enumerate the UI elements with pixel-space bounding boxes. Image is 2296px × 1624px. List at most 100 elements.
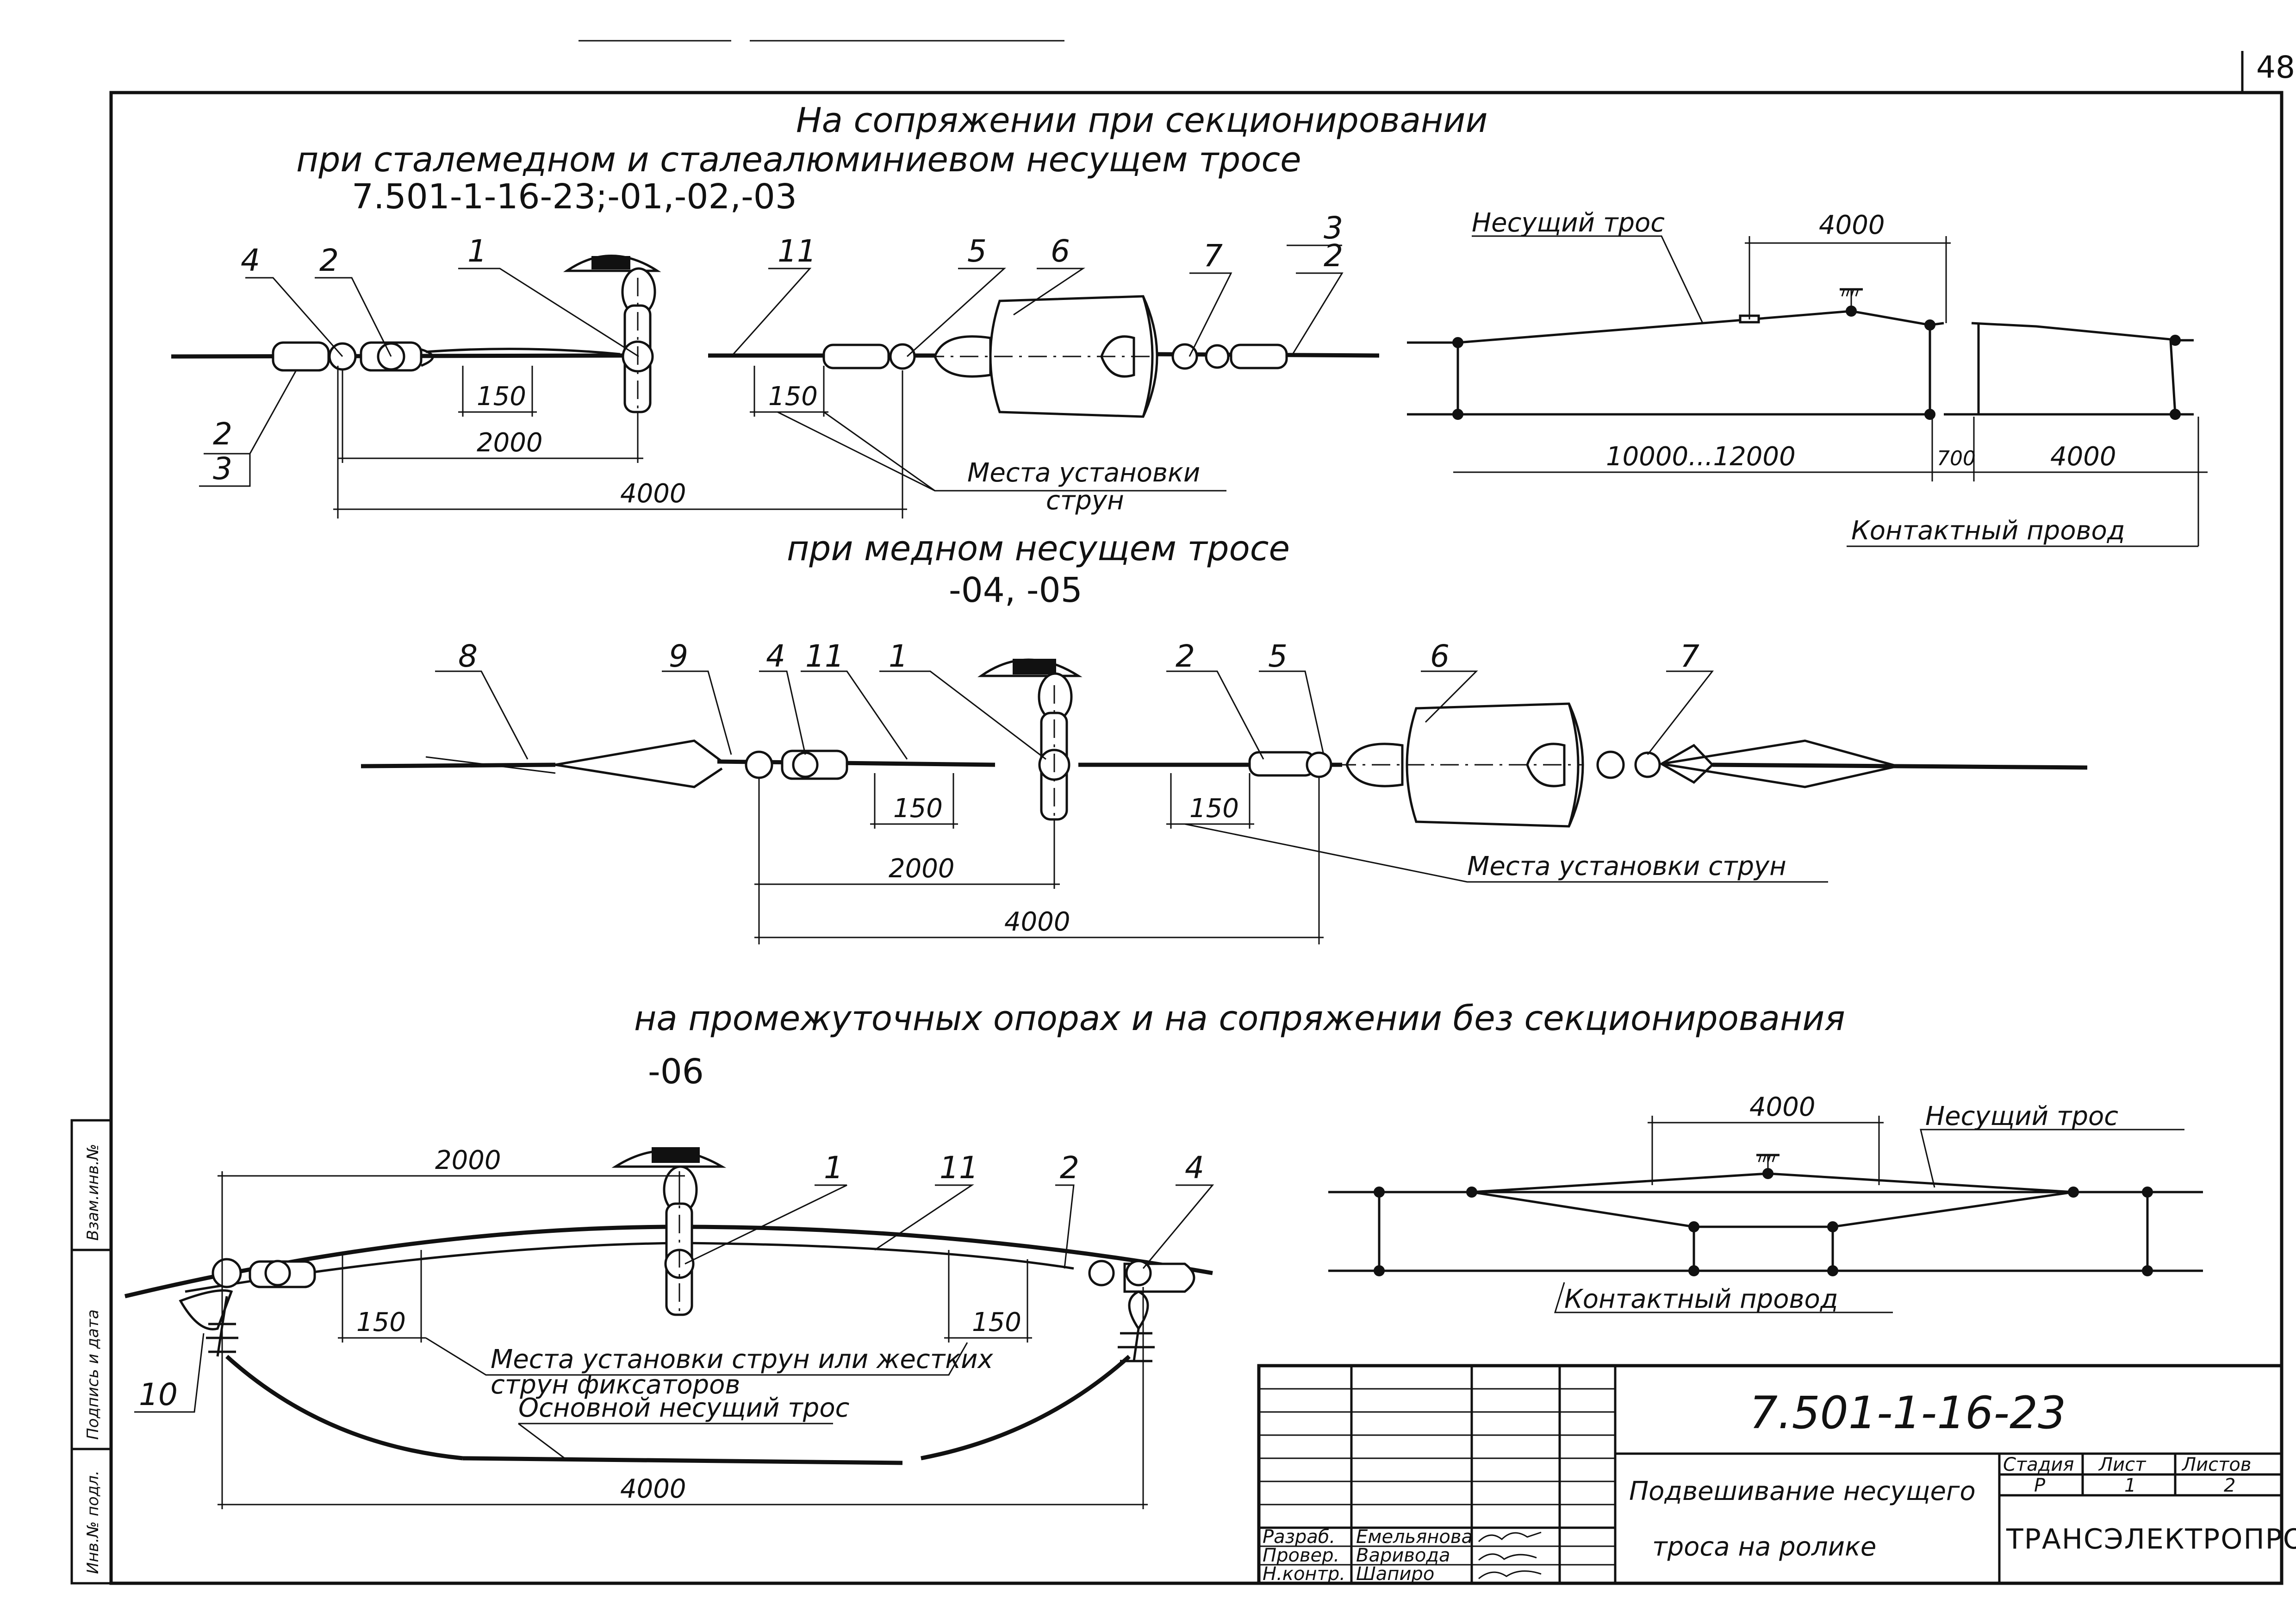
callout-1-s3: 1	[824, 1150, 843, 1186]
callout-4-s3: 4	[1185, 1150, 1204, 1186]
s2-dim-4000: 4000	[1004, 907, 1070, 937]
section-2-title: при медном несущем тросе	[787, 529, 1290, 568]
name-norm-control: Шапиро	[1356, 1563, 1434, 1585]
col-sheet: Лист	[2098, 1454, 2147, 1475]
side-stamp: Взам.инв.№ Подпись и дата Инв.№ подл.	[70, 1119, 112, 1585]
callout-2: 2	[319, 243, 339, 278]
section-3-title: на промежуточных опорах и на сопряжении …	[634, 999, 1845, 1038]
role-developer: Разраб.	[1263, 1526, 1335, 1548]
section-1-note: Места установки	[967, 458, 1200, 488]
doc-title-line2: троса на ролике	[1652, 1532, 1876, 1562]
section-3-note-2: струн фиксаторов	[491, 1370, 740, 1400]
col-stage: Стадия	[2003, 1454, 2074, 1475]
callout-11-s2: 11	[805, 638, 844, 674]
section-3-assembly	[124, 1147, 1213, 1465]
section-2-dimensions: 150 150 2000 4000 Места установки струн	[754, 773, 1828, 944]
name-developer: Емельянова	[1356, 1526, 1473, 1548]
scheme-1-dim-4000-top: 4000	[1819, 210, 1885, 240]
s3-dim-4000: 4000	[620, 1474, 686, 1504]
callout-9: 9	[669, 638, 688, 674]
title-block: Разраб. Емельянова Провер. Варивода Н.ко…	[1257, 1364, 2296, 1585]
col-sheets: Листов	[2181, 1454, 2251, 1475]
s2-dim-2000: 2000	[889, 854, 955, 884]
clamp-4	[272, 341, 330, 372]
callout-2-s3: 2	[1060, 1150, 1079, 1186]
s2-dim-150a: 150	[893, 793, 943, 824]
stage-value: Р	[2034, 1475, 2046, 1496]
section-2-assembly	[361, 658, 2088, 828]
doc-title-line1: Подвешивание несущего	[1629, 1476, 1976, 1506]
dim-150a: 150	[477, 381, 526, 412]
callout-5: 5	[967, 233, 987, 269]
section-3-code: -06	[648, 1052, 704, 1092]
scheme-2: 4000 Несущий трос Контактный провод	[1328, 1092, 2203, 1314]
section-1-dimensions: 150 150 2000 4000 Места установки струн	[333, 366, 1226, 518]
dim-150b: 150	[768, 381, 818, 412]
section-1-code: 7.501-1-16-23;-01,-02,-03	[352, 177, 797, 217]
sheets-value: 2	[2224, 1475, 2235, 1496]
section-1-title-line2: при сталемедном и сталеалюминиевом несущ…	[296, 140, 1301, 180]
scheme-1-messenger-label: Несущий трос	[1472, 208, 1665, 238]
section-3-note-3: Основной несущий трос	[518, 1393, 850, 1423]
s3-dim-2000: 2000	[435, 1145, 501, 1175]
scheme-1-dim-4000: 4000	[2050, 442, 2116, 472]
scheme-1-dim-span: 10000...12000	[1606, 442, 1796, 472]
callout-1-s2: 1	[889, 638, 908, 674]
callout-5-s2: 5	[1268, 638, 1288, 674]
s2-dim-150b: 150	[1189, 793, 1239, 824]
callout-11-s3: 11	[940, 1150, 978, 1186]
callout-2c: 2	[213, 416, 232, 452]
section-2-callouts: 8 9 4 11 1 2 5 6 7	[435, 638, 1714, 760]
callout-8: 8	[458, 638, 478, 674]
callout-7: 7	[1203, 238, 1223, 274]
role-checker: Провер.	[1263, 1545, 1339, 1566]
section-1-title-line1: На сопряжении при секционировании	[796, 100, 1488, 140]
role-norm-control: Н.контр.	[1263, 1563, 1345, 1585]
section-3-callouts: 1 11 2 4 10	[134, 1150, 1214, 1413]
callout-11: 11	[778, 233, 816, 269]
sheet-value: 1	[2124, 1475, 2136, 1496]
stamp-sign-date: Подпись и дата	[84, 1309, 102, 1440]
callout-1: 1	[467, 233, 487, 269]
stamp-inv-no: Инв.№ подл.	[84, 1470, 102, 1574]
scheme-2-contact-label: Контактный провод	[1564, 1284, 1838, 1314]
organization: ТРАНСЭЛЕКТРОПРОЕКТ	[2006, 1523, 2296, 1555]
scheme-1: Несущий трос 4000 10000...12000 700 4000…	[1407, 208, 2208, 547]
dim-2000: 2000	[477, 428, 543, 458]
callout-2b: 2	[1324, 238, 1343, 274]
callout-6-s2: 6	[1430, 638, 1450, 674]
callout-6: 6	[1051, 233, 1070, 269]
callout-4-s2: 4	[766, 638, 785, 674]
scheme-1-contact-label: Контактный провод	[1851, 516, 2125, 546]
section-3-note-1: Места установки струн или жестких	[491, 1344, 993, 1374]
section-3-heading: на промежуточных опорах и на сопряжении …	[634, 999, 1845, 1092]
s3-dim-150b: 150	[972, 1307, 1021, 1337]
section-2-code: -04, -05	[949, 570, 1083, 610]
section-2-note: Места установки струн	[1467, 851, 1786, 881]
scheme-1-dim-700: 700	[1937, 447, 1976, 470]
s3-dim-150a: 150	[356, 1307, 406, 1337]
section-1-heading: На сопряжении при секционировании при ст…	[296, 100, 1488, 217]
section-2-heading: при медном несущем тросе -04, -05	[787, 529, 1290, 610]
section-1-callouts: 4 2 1 11 5 6 7 3 2 2 3	[199, 210, 1344, 487]
signature-developer	[1478, 1531, 1542, 1543]
name-checker: Варивода	[1356, 1545, 1450, 1566]
signature-norm-control	[1478, 1570, 1542, 1580]
callout-4: 4	[241, 243, 260, 278]
section-3-dimensions: 2000 150 150 4000 Места установки струн …	[218, 1145, 1148, 1509]
signature-checker	[1478, 1553, 1537, 1561]
callout-3: 3	[1324, 210, 1343, 246]
doc-code: 7.501-1-16-23	[1749, 1387, 2066, 1439]
callout-3b: 3	[213, 451, 232, 487]
scheme-2-dim-4000: 4000	[1749, 1092, 1816, 1122]
callout-7-s2: 7	[1680, 638, 1699, 674]
sheet-frame	[109, 40, 2284, 1585]
callout-2-s2: 2	[1176, 638, 1195, 674]
callout-10-s3: 10	[139, 1377, 178, 1412]
dim-4000: 4000	[620, 479, 686, 509]
stamp-replace-inv: Взам.инв.№	[84, 1144, 102, 1241]
scheme-2-messenger-label: Несущий трос	[1925, 1101, 2118, 1131]
section-1-note-2: струн	[1046, 486, 1124, 516]
page-number: 48	[2256, 50, 2295, 85]
